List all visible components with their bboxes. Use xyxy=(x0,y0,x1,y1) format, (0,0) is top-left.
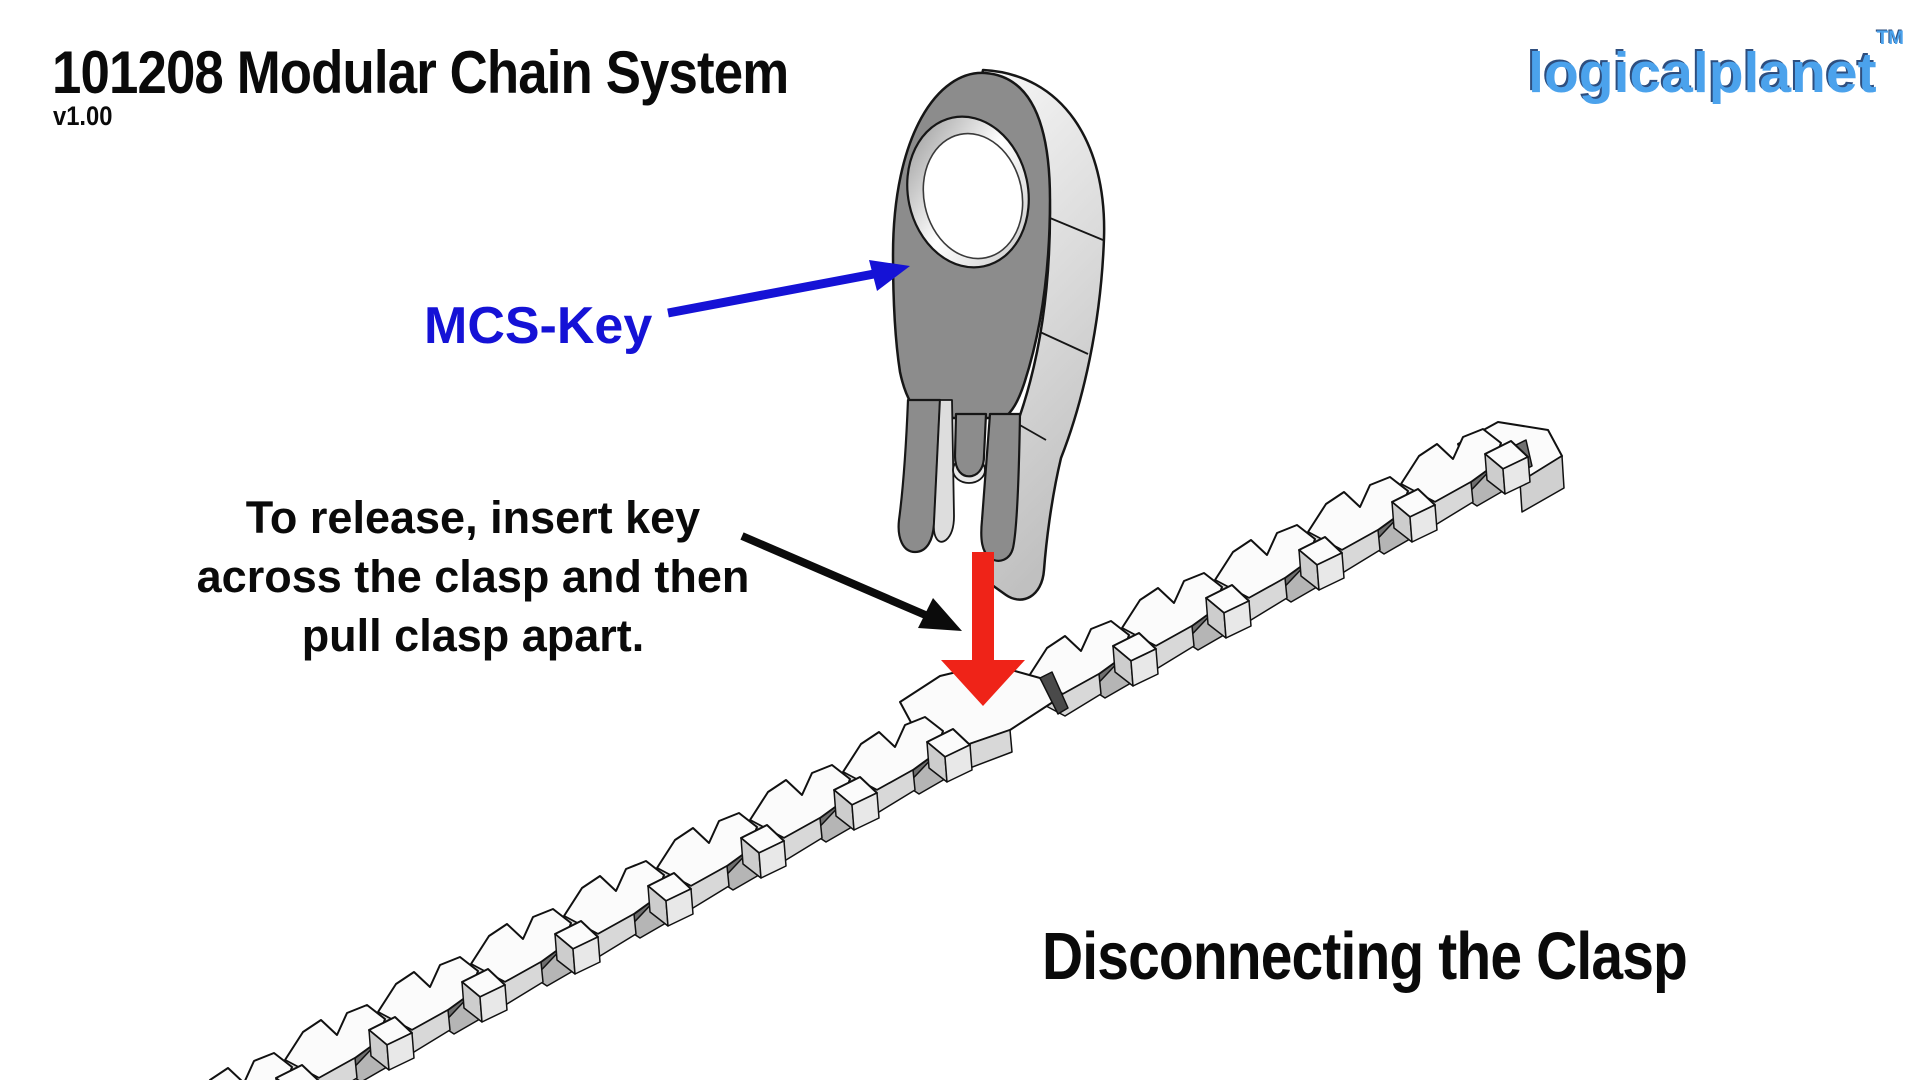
instruction-line-2: across the clasp and then xyxy=(196,551,750,602)
instruction-line-1: To release, insert key xyxy=(245,492,701,543)
trademark-symbol: TM xyxy=(1876,28,1904,49)
mcs-key-3d xyxy=(891,68,1106,601)
red-insert-arrow xyxy=(941,552,1025,706)
brand-logo: logicalplanetTM xyxy=(1528,28,1904,106)
black-pointer-arrow xyxy=(740,532,962,631)
page-title: 101208 Modular Chain System xyxy=(52,39,789,106)
blue-pointer-arrow xyxy=(667,260,910,318)
mcs-key-label: MCS-Key xyxy=(424,297,653,355)
modular-chain-3d xyxy=(191,421,1565,1080)
caption-title: Disconnecting the Clasp xyxy=(1042,919,1688,994)
instruction-line-3: pull clasp apart. xyxy=(301,610,645,661)
brand-logo-text: logicalplanet xyxy=(1528,41,1877,105)
instruction-text: To release, insert key across the clasp … xyxy=(153,488,793,665)
clasp-seam xyxy=(1039,671,1069,715)
document-version: v1.00 xyxy=(53,101,113,131)
